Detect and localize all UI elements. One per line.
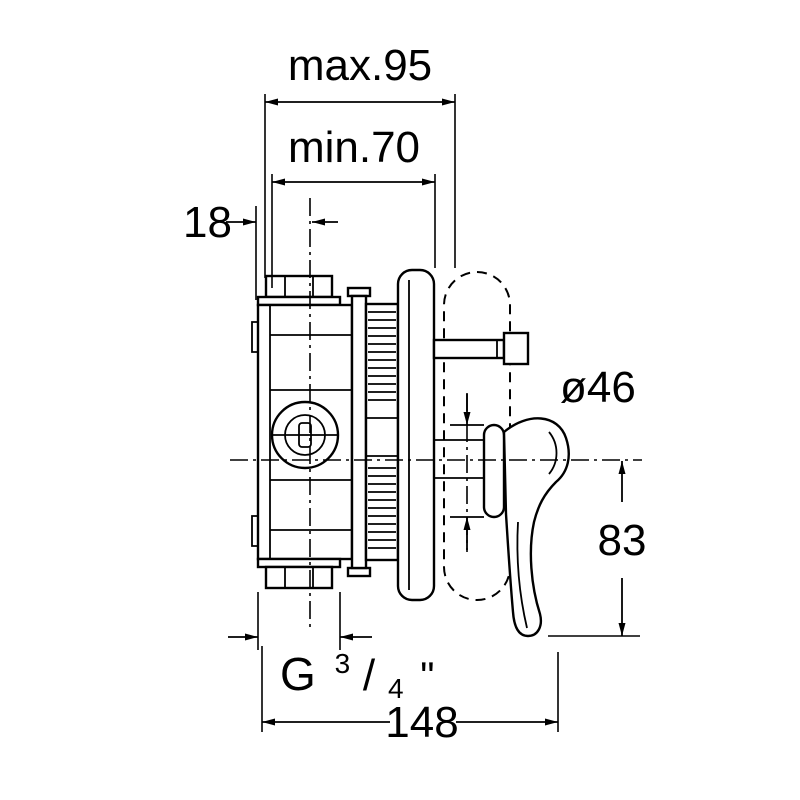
- stop-pin-end: [502, 331, 530, 366]
- seal-ribs: [368, 311, 396, 549]
- dim-label-max95: max.95: [288, 41, 432, 90]
- dim-label-148: 148: [385, 698, 458, 747]
- cartridge-circle: [270, 400, 340, 470]
- dimension-18: 18: [183, 198, 338, 300]
- stop-pin: [432, 331, 530, 366]
- dimension-diameter46: ø46: [463, 363, 636, 550]
- dimension-max95: max.95: [264, 41, 456, 278]
- dimension-148: 148: [261, 646, 559, 747]
- dimension-83: 83: [548, 461, 647, 637]
- handle-base-cap: [482, 423, 506, 519]
- inlet-hex-bottom: [264, 565, 334, 590]
- valve-body: [251, 274, 354, 590]
- bracket-plate: [350, 294, 368, 570]
- inlet-hex-top: [264, 274, 334, 299]
- inlet-washer-top: [256, 295, 342, 307]
- dim-label-min70: min.70: [288, 123, 420, 172]
- dim-label-thread: G 3 / 4 ": [280, 631, 435, 708]
- dim-label-83: 83: [598, 516, 647, 565]
- mounting-tab-bottom: [346, 566, 372, 578]
- dim-label-diameter46: ø46: [560, 363, 636, 412]
- ribbed-seal: [364, 302, 400, 562]
- body-left-steps: [251, 321, 258, 547]
- dimension-min70: min.70: [271, 123, 436, 288]
- wall-flange: [396, 268, 436, 602]
- handle-lever: [502, 417, 570, 638]
- inlet-washer-bottom: [256, 557, 342, 569]
- mounting-tab-top: [346, 286, 372, 298]
- dimension-thread: G 3 / 4 ": [228, 592, 435, 708]
- handle: [434, 417, 570, 638]
- dim-label-18: 18: [183, 198, 232, 247]
- escutcheon-dashed-outline: [443, 271, 511, 601]
